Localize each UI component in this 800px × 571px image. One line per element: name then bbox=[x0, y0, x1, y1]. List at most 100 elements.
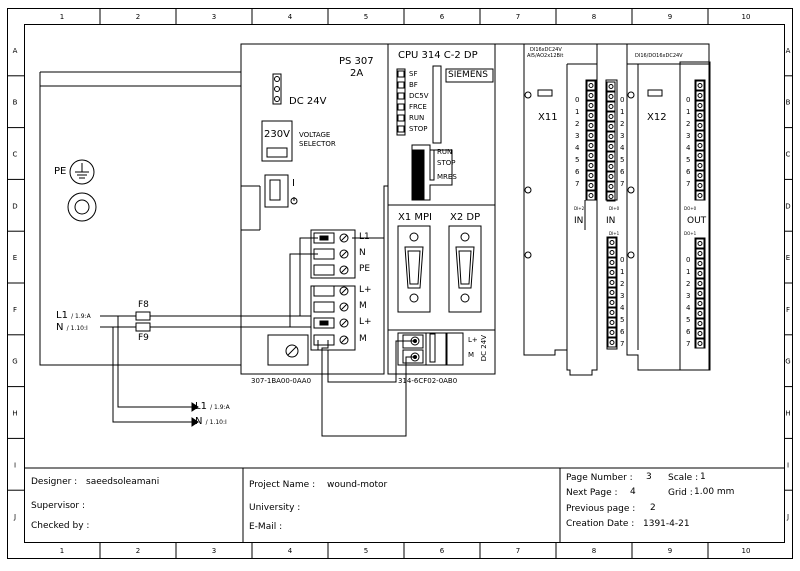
terminal-cell[interactable] bbox=[586, 150, 596, 161]
terminal-cell[interactable] bbox=[695, 328, 705, 339]
cpu-led bbox=[397, 70, 405, 78]
terminal-cell[interactable] bbox=[695, 90, 705, 101]
terminal-cell[interactable] bbox=[586, 170, 596, 181]
terminal-cell[interactable] bbox=[586, 110, 596, 121]
terminal-cell[interactable] bbox=[695, 150, 705, 161]
terminal-cell[interactable] bbox=[695, 298, 705, 309]
terminal-cell[interactable] bbox=[695, 100, 705, 111]
terminal-cell[interactable] bbox=[606, 81, 616, 92]
ps-terminal-slot[interactable] bbox=[313, 264, 335, 276]
cpu-supply-terminal[interactable] bbox=[397, 332, 447, 366]
terminal-screw-icon bbox=[697, 291, 703, 296]
terminal-cell[interactable] bbox=[695, 120, 705, 131]
terminal-cell[interactable] bbox=[695, 288, 705, 299]
terminal-cell[interactable] bbox=[695, 130, 705, 141]
cpu-supply-m: M bbox=[468, 351, 475, 359]
terminal-cell[interactable] bbox=[606, 101, 616, 112]
ps-terminal-slot[interactable] bbox=[313, 334, 335, 346]
terminal-cell[interactable] bbox=[606, 191, 616, 202]
terminal-screw-icon bbox=[697, 311, 703, 316]
terminal-cell[interactable] bbox=[607, 247, 617, 258]
ps-terminal-slot[interactable] bbox=[313, 301, 335, 313]
terminal-cell[interactable] bbox=[695, 338, 705, 349]
terminal-cell[interactable] bbox=[695, 140, 705, 151]
terminal-cell[interactable] bbox=[606, 151, 616, 162]
terminal-cell[interactable] bbox=[607, 277, 617, 288]
terminal-cell[interactable] bbox=[606, 161, 616, 172]
ps-terminal-slot[interactable] bbox=[313, 285, 335, 297]
column-label: 5 bbox=[364, 547, 368, 555]
terminal-cell[interactable] bbox=[607, 317, 617, 328]
terminal-cell[interactable] bbox=[606, 181, 616, 192]
fuse-f9 bbox=[135, 322, 151, 332]
terminal-cell[interactable] bbox=[606, 131, 616, 142]
terminal-cell[interactable] bbox=[606, 111, 616, 122]
terminal-cell[interactable] bbox=[607, 237, 617, 248]
voltage-selector-slot[interactable] bbox=[266, 147, 288, 158]
terminal-cell[interactable] bbox=[586, 130, 596, 141]
row-label: H bbox=[785, 410, 790, 418]
terminal-cell[interactable] bbox=[586, 140, 596, 151]
cpu-led-label: SF bbox=[409, 70, 418, 78]
column-label: 9 bbox=[668, 547, 672, 555]
terminal-screw-icon bbox=[608, 104, 614, 109]
terminal-cell[interactable] bbox=[606, 121, 616, 132]
terminal-cell[interactable] bbox=[695, 170, 705, 181]
row-label: E bbox=[786, 254, 790, 262]
terminal-cell[interactable] bbox=[695, 238, 705, 249]
terminal-cell[interactable] bbox=[586, 180, 596, 191]
terminal-cell[interactable] bbox=[586, 120, 596, 131]
terminal-cell[interactable] bbox=[695, 308, 705, 319]
cpu-mode-label: RUN bbox=[437, 148, 453, 156]
column-label: 1 bbox=[60, 13, 64, 21]
voltage-adjust-pot[interactable] bbox=[285, 344, 299, 358]
terminal-cell[interactable] bbox=[695, 258, 705, 269]
power-switch[interactable] bbox=[264, 174, 289, 208]
terminal-cell[interactable] bbox=[606, 141, 616, 152]
ps-terminal-slot[interactable] bbox=[313, 317, 335, 329]
terminal-cell[interactable] bbox=[586, 90, 596, 101]
terminal-cell[interactable] bbox=[586, 100, 596, 111]
terminal-cell[interactable] bbox=[607, 327, 617, 338]
terminal-cell[interactable] bbox=[606, 91, 616, 102]
terminal-cell[interactable] bbox=[586, 190, 596, 201]
terminal-cell[interactable] bbox=[695, 160, 705, 171]
column-label: 2 bbox=[136, 13, 140, 21]
terminal-cell[interactable] bbox=[695, 180, 705, 191]
mode-selector[interactable] bbox=[411, 149, 425, 201]
terminal-cell[interactable] bbox=[607, 287, 617, 298]
terminal-cell[interactable] bbox=[695, 318, 705, 329]
terminal-cell[interactable] bbox=[695, 80, 705, 91]
terminal-screw-icon bbox=[588, 123, 594, 128]
terminal-cell[interactable] bbox=[607, 257, 617, 268]
dp-connector[interactable] bbox=[455, 246, 475, 289]
ps-rating: 2A bbox=[350, 68, 364, 79]
column-label: 3 bbox=[212, 547, 216, 555]
terminal-screw-icon bbox=[608, 164, 614, 169]
terminal-cell[interactable] bbox=[607, 297, 617, 308]
terminal-cell[interactable] bbox=[695, 268, 705, 279]
ps-terminal-label: L+ bbox=[359, 285, 372, 295]
terminal-cell[interactable] bbox=[695, 190, 705, 201]
mpi-connector[interactable] bbox=[404, 246, 424, 289]
terminal-cell[interactable] bbox=[607, 307, 617, 318]
row-label: B bbox=[13, 99, 18, 107]
terminal-cell[interactable] bbox=[695, 278, 705, 289]
mmc-slot[interactable] bbox=[432, 65, 442, 144]
ps-terminal-label: M bbox=[359, 334, 367, 344]
terminal-cell[interactable] bbox=[607, 267, 617, 278]
x11-channel-number: 1 bbox=[620, 108, 625, 116]
x11-channel-number: 3 bbox=[620, 132, 625, 140]
terminal-cell[interactable] bbox=[606, 171, 616, 182]
designer-label: Designer : bbox=[31, 477, 78, 487]
terminal-cell[interactable] bbox=[695, 110, 705, 121]
terminal-cell[interactable] bbox=[607, 337, 617, 348]
terminal-cell[interactable] bbox=[586, 80, 596, 91]
fuse-f9-label: F9 bbox=[138, 333, 149, 343]
terminal-cell[interactable] bbox=[586, 160, 596, 171]
terminal-cell[interactable] bbox=[695, 248, 705, 259]
terminal-screw-icon bbox=[697, 341, 703, 346]
row-label: I bbox=[14, 461, 16, 469]
terminal-screw-icon bbox=[339, 249, 349, 259]
